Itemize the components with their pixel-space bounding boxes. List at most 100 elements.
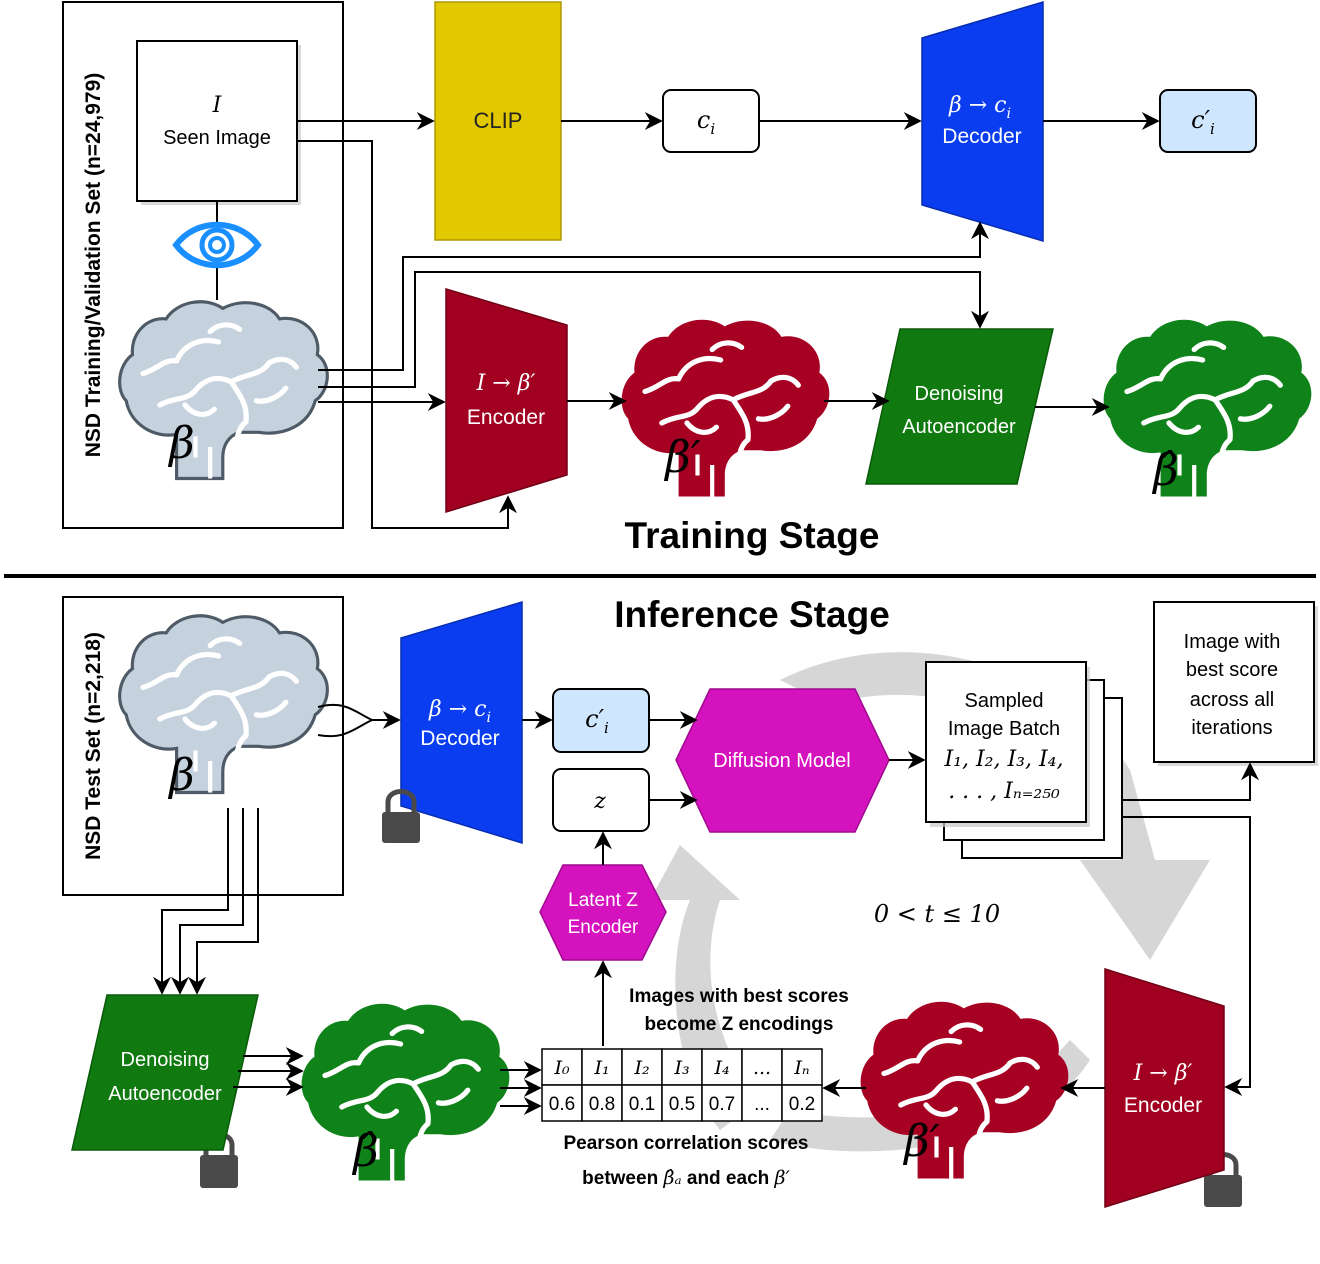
seen-image-box: [136, 40, 298, 202]
brain-icon: [118, 300, 329, 479]
brain-icon: [118, 614, 329, 793]
lock-icon: [382, 789, 420, 843]
score-table-header-cell-text: I₀: [553, 1057, 570, 1079]
best-image-box: [1153, 601, 1315, 763]
training-stage-title: Training Stage: [625, 515, 880, 556]
beta-prime-label: β′: [663, 432, 700, 483]
ci-prime-box: [1159, 89, 1257, 153]
dae-label-line2: Autoencoder: [902, 416, 1016, 438]
score-table-value-cell-text: 0.6: [549, 1094, 575, 1115]
score-table-header-cell-text: I₂: [633, 1057, 649, 1079]
beta-label: β: [167, 418, 194, 469]
score-table-value-cell: [541, 1084, 583, 1122]
beta-hat-label: β̂: [1151, 445, 1178, 496]
best-line3: across all: [1190, 689, 1274, 711]
image-symbol: I: [212, 93, 223, 118]
training-arrows: [297, 112, 1160, 529]
z-label: z: [593, 789, 606, 814]
score-table-value-cell-text: 0.2: [789, 1094, 815, 1115]
seen-image-label: Seen Image: [163, 127, 271, 149]
score-table-value-cell: [621, 1084, 663, 1122]
latent-z-encoder-block: [539, 864, 667, 961]
clip-box: [434, 1, 562, 241]
dae-label-line1: Denoising: [915, 383, 1004, 405]
ci-prime-label: c′i: [1191, 106, 1215, 138]
inf-dae-line2: Autoencoder: [108, 1083, 222, 1105]
inference-decoder-math: β → ci: [428, 697, 491, 726]
score-table-value-cell-text: ...: [754, 1094, 770, 1115]
inference-beta-label: β: [167, 750, 194, 801]
score-table-header-cell-text: I₁: [593, 1057, 609, 1079]
inference-stage-title: Inference Stage: [614, 594, 890, 635]
score-table-value-cell-text: 0.8: [589, 1094, 615, 1115]
inference-denoising-autoencoder: [71, 994, 259, 1151]
inference-encoder-block: [1104, 967, 1225, 1209]
score-table-value-cell-text: 0.7: [709, 1094, 735, 1115]
score-table-value-cell-text: 0.1: [629, 1094, 655, 1115]
inference-arrows: [153, 703, 1259, 1115]
score-table-header-cell: [581, 1048, 623, 1086]
best-line4: iterations: [1191, 717, 1272, 739]
decoder-math: β → ci: [948, 93, 1011, 122]
training-stage: NSD Training/Validation Set (n=24,979) I…: [62, 0, 1312, 556]
brain-icon: [301, 1003, 510, 1181]
encoder-label: Encoder: [467, 406, 545, 429]
diffusion-model-block: [675, 688, 890, 833]
score-table-header-cell: [541, 1048, 583, 1086]
pearson-line1: Pearson correlation scores: [564, 1133, 809, 1154]
training-set-frame: [62, 1, 344, 529]
ci-label: ci: [697, 106, 715, 138]
decoder-label: Decoder: [942, 125, 1021, 148]
clip-label: CLIP: [474, 108, 523, 133]
score-table-value-cell: [661, 1084, 703, 1122]
latent-line1: Latent Z: [568, 890, 638, 911]
batch-line4: . . . , Iₙ₌₂₅₀: [948, 779, 1060, 804]
score-table-value-cell: [781, 1084, 823, 1122]
iteration-label: 0 < t ≤ 10: [874, 900, 1000, 928]
test-set-frame: [62, 596, 344, 896]
inference-encoder-math: I → β′: [1133, 1061, 1193, 1086]
inference-beta-hat-label: β̂: [351, 1126, 378, 1177]
score-table: I₀ 0.6 I₁ 0.8 I₂ 0.1 I₃ 0.5 I₄ 0.7...... Iₙ 0.2: [541, 1048, 823, 1122]
score-table-header-cell: [741, 1048, 783, 1086]
inference-decoder-label: Decoder: [420, 727, 499, 750]
inference-decoder-block: [400, 600, 523, 845]
score-table-header-cell: [781, 1048, 823, 1086]
batch-line1: Sampled: [965, 690, 1044, 712]
score-table-header-cell: [661, 1048, 703, 1086]
inference-beta-prime-label: β′: [902, 1116, 939, 1167]
batch-line2: Image Batch: [948, 718, 1060, 740]
brain-icon: [860, 1001, 1069, 1179]
best-line1: Image with: [1184, 631, 1281, 653]
brain-icon: [621, 319, 830, 497]
inference-ci-prime-label: c′i: [585, 705, 609, 737]
eye-icon: [172, 201, 262, 300]
pearson-line2: between β̂ₐ and each β′: [582, 1167, 790, 1189]
score-table-header-cell-text: I₄: [713, 1057, 729, 1079]
batch-line3: I₁, I₂, I₃, I₄,: [944, 747, 1064, 772]
latent-line2: Encoder: [568, 917, 639, 938]
diffusion-label: Diffusion Model: [713, 750, 850, 772]
score-table-value-cell-text: 0.5: [669, 1094, 695, 1115]
test-set-label: NSD Test Set (n=2,218): [82, 632, 105, 860]
score-table-header-cell: [701, 1048, 743, 1086]
training-set-label: NSD Training/Validation Set (n=24,979): [82, 73, 105, 458]
encoder-math: I → β′: [476, 371, 536, 396]
score-table-value-cell: [581, 1084, 623, 1122]
inf-dae-line1: Denoising: [121, 1049, 210, 1071]
brain-icon: [1103, 319, 1312, 497]
inference-encoder-label: Encoder: [1124, 1094, 1202, 1117]
best-z-line1: Images with best scores: [629, 986, 849, 1007]
decoder-block: [921, 0, 1044, 243]
best-z-line2: become Z encodings: [645, 1014, 834, 1035]
score-table-header-cell-text: Iₙ: [793, 1057, 809, 1079]
inference-stage: Inference Stage NSD Test Set (n=2,218) β…: [62, 594, 1318, 1209]
sampled-image-batch: Sampled Image Batch I₁, I₂, I₃, I₄, . . …: [925, 661, 1123, 859]
best-line2: best score: [1186, 659, 1278, 681]
score-table-value-cell: [701, 1084, 743, 1122]
score-table-header-cell-text: I₃: [673, 1057, 689, 1079]
score-table-header-cell-text: ...: [753, 1057, 771, 1079]
denoising-autoencoder-block: [865, 328, 1054, 485]
encoder-block: [445, 287, 568, 514]
